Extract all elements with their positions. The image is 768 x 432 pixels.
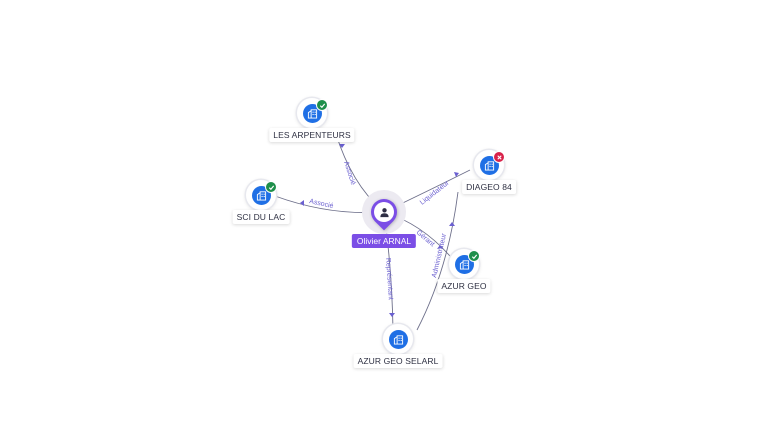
status-closed-x-icon [493,151,505,163]
company-label: LES ARPENTEURS [269,128,355,142]
edge-administrateur-diageo [416,191,459,331]
edge-label-representant: Représentant [384,258,394,300]
company-label: SCI DU LAC [232,210,290,224]
arrow-head [339,144,345,148]
arrow-head [437,245,442,249]
building-icon [388,329,408,349]
arrow-head [300,200,304,206]
company-label: AZUR GEO SELARL [353,354,443,368]
person-name-label: Olivier ARNAL [351,234,417,248]
arrow-head [454,172,459,177]
arrow-head [449,222,455,226]
company-label: AZUR GEO [437,279,491,293]
status-active-check-icon [316,99,328,111]
edge-label-associe-2: Associé [309,198,335,210]
status-active-check-icon [468,250,480,262]
status-active-check-icon [265,181,277,193]
company-label: DIAGEO 84 [462,180,516,194]
arrow-head [389,313,395,317]
person-icon [374,202,394,222]
edge-label-associe-1: Associé [342,160,356,186]
